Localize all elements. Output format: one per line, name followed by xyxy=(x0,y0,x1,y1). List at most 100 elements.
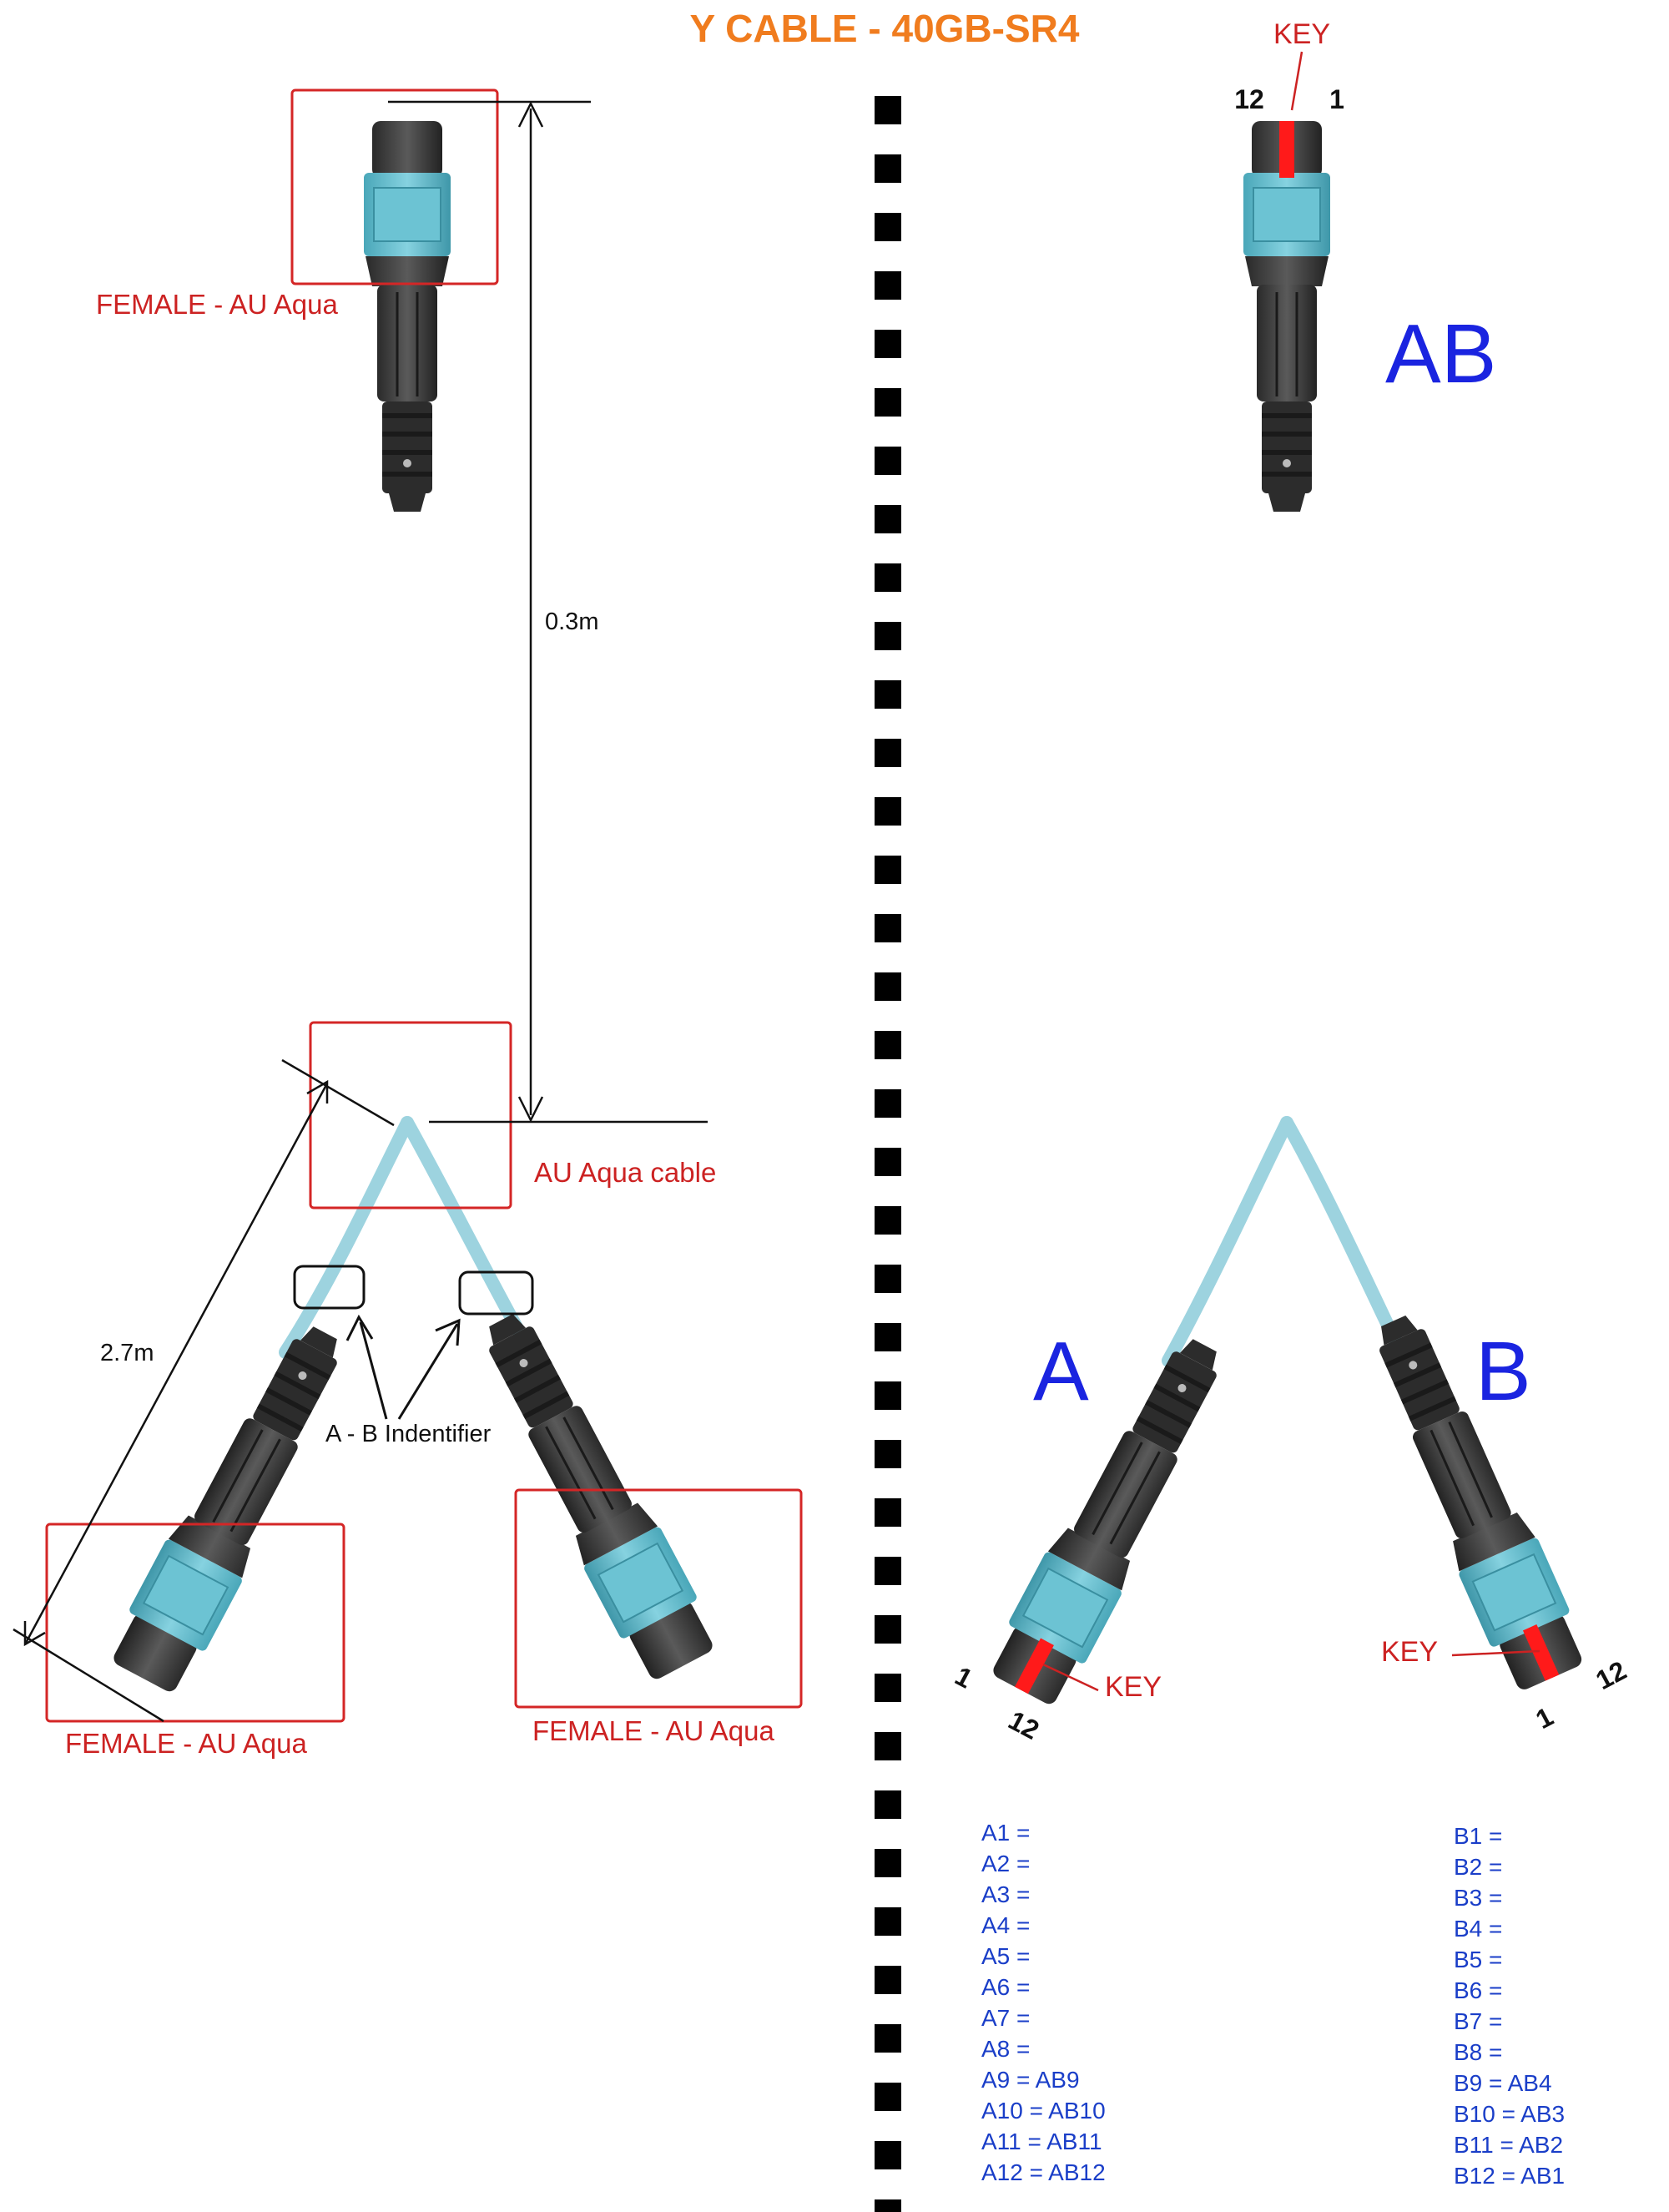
mapping-list-a: A1 =A2 =A3 =A4 =A5 =A6 =A7 =A8 =A9 = AB9… xyxy=(981,1820,1106,2185)
dim-2-7m-arrow-bottom xyxy=(23,1621,46,1647)
a-pin-1: 1 xyxy=(950,1660,978,1694)
divider-dash xyxy=(875,1790,901,1819)
divider-dash xyxy=(875,1089,901,1118)
divider-dash xyxy=(875,914,901,942)
divider-dash xyxy=(875,1381,901,1410)
divider-dash xyxy=(875,1498,901,1527)
a-connector-label: FEMALE - AU Aqua xyxy=(65,1728,307,1759)
b-mapping-entry: B9 = AB4 xyxy=(1454,2070,1552,2096)
b-mapping-entry: B2 = xyxy=(1454,1854,1502,1880)
divider-dash xyxy=(875,2141,901,2169)
divider-dash xyxy=(875,1615,901,1644)
b-pin-12: 12 xyxy=(1591,1655,1631,1695)
divider-dash xyxy=(875,1265,901,1293)
dim-legs-ext-bottom xyxy=(13,1628,164,1723)
left-a-connector xyxy=(102,1311,366,1699)
divider-dash xyxy=(875,271,901,300)
a-mapping-entry: A11 = AB11 xyxy=(981,2129,1102,2154)
a-mapping-entry: A10 = AB10 xyxy=(981,2098,1106,2124)
identifier-box-b xyxy=(458,1270,534,1316)
b-key-label: KEY xyxy=(1381,1636,1438,1668)
left-cable-leg-b xyxy=(401,1116,532,1351)
divider-dash xyxy=(875,1907,901,1936)
top-pin-12: 12 xyxy=(1234,84,1264,114)
b-connector-label: FEMALE - AU Aqua xyxy=(532,1715,774,1746)
divider-dash xyxy=(875,505,901,533)
right-b-key xyxy=(1522,1624,1560,1681)
b-mapping-entry: B8 = xyxy=(1454,2039,1502,2065)
b-mapping-entry: B11 = AB2 xyxy=(1454,2132,1563,2158)
right-cable-leg-a xyxy=(1162,1116,1293,1367)
top-connector-box xyxy=(290,88,499,285)
b-mapping-entry: B10 = AB3 xyxy=(1454,2101,1565,2127)
divider-dash xyxy=(875,2199,901,2212)
leg-a-label: A xyxy=(1033,1325,1089,1418)
a-key-pointer xyxy=(1042,1663,1099,1692)
b-mapping-entry: B7 = xyxy=(1454,2008,1502,2034)
length-top-label: 0.3m xyxy=(545,609,598,635)
b-pin-1: 1 xyxy=(1530,1701,1558,1735)
divider-dash xyxy=(875,388,901,417)
dim-legs-ext-top xyxy=(281,1058,395,1127)
dim-2-7m-arrow-top xyxy=(306,1079,329,1103)
dashed-divider xyxy=(875,96,901,2212)
divider-dash xyxy=(875,154,901,183)
a-mapping-entry: A3 = xyxy=(981,1881,1030,1907)
divider-dash xyxy=(875,330,901,358)
divider-dash xyxy=(875,1206,901,1235)
a-key-label: KEY xyxy=(1105,1671,1162,1703)
a-pin-12: 12 xyxy=(1004,1704,1044,1745)
a-mapping-entry: A1 = xyxy=(981,1820,1030,1846)
divider-dash xyxy=(875,797,901,826)
divider-dash xyxy=(875,213,901,241)
dim-0-3m-arrow-top xyxy=(517,101,544,128)
identifier-arrow-a-head xyxy=(345,1314,374,1341)
divider-dash xyxy=(875,447,901,475)
identifier-arrow-a xyxy=(359,1321,388,1420)
divider-dash xyxy=(875,1148,901,1176)
trunk-label-ab: AB xyxy=(1385,307,1496,401)
diagram-title: Y CABLE - 40GB-SR4 xyxy=(690,7,1080,50)
divider-dash xyxy=(875,680,901,709)
b-mapping-entry: B3 = xyxy=(1454,1885,1502,1911)
dim-2-7m-line xyxy=(23,1083,329,1645)
a-connector-box xyxy=(45,1523,345,1723)
right-top-key xyxy=(1279,121,1294,178)
b-mapping-entry: B6 = xyxy=(1454,1977,1502,2003)
b-mapping-entry: B4 = xyxy=(1454,1916,1502,1942)
divider-dash xyxy=(875,1031,901,1059)
left-cable-leg-a xyxy=(279,1116,414,1359)
leg-b-label: B xyxy=(1475,1325,1531,1418)
identifier-box-a xyxy=(293,1265,366,1310)
a-mapping-entry: A12 = AB12 xyxy=(981,2159,1106,2185)
divider-dash xyxy=(875,856,901,884)
identifier-arrow-b xyxy=(397,1323,459,1420)
a-mapping-entry: A8 = xyxy=(981,2036,1030,2062)
divider-dash xyxy=(875,96,901,124)
dim-0-3m-arrow-bottom xyxy=(517,1096,544,1123)
b-mapping-entry: B1 = xyxy=(1454,1823,1502,1849)
right-a-connector xyxy=(981,1323,1245,1712)
mapping-list-b: B1 = B2 = B3 = B4 = B5 = B6 = B7 = B8 = B9 = AB4… xyxy=(1454,1823,1565,2189)
a-mapping-entry: A7 = xyxy=(981,2005,1030,2031)
top-key-label: KEY xyxy=(1273,18,1330,50)
a-mapping-entry: A6 = xyxy=(981,1974,1030,2000)
left-b-connector xyxy=(461,1298,724,1687)
divider-dash xyxy=(875,1674,901,1702)
top-pin-1: 1 xyxy=(1329,84,1344,114)
identifier-arrow-b-head xyxy=(435,1318,461,1346)
b-mapping-entry: B5 = xyxy=(1454,1947,1502,1972)
divider-dash xyxy=(875,1966,901,1994)
length-legs-label: 2.7m xyxy=(100,1340,154,1366)
left-top-connector xyxy=(362,119,452,513)
b-key-pointer xyxy=(1451,1649,1540,1657)
top-key-pointer xyxy=(1290,51,1303,111)
a-mapping-entry: A2 = xyxy=(981,1851,1030,1876)
divider-dash xyxy=(875,1323,901,1351)
top-connector-label: FEMALE - AU Aqua xyxy=(96,289,338,320)
divider-dash xyxy=(875,2024,901,2053)
divider-dash xyxy=(875,1440,901,1468)
divider-dash xyxy=(875,563,901,592)
b-connector-box xyxy=(514,1488,803,1709)
